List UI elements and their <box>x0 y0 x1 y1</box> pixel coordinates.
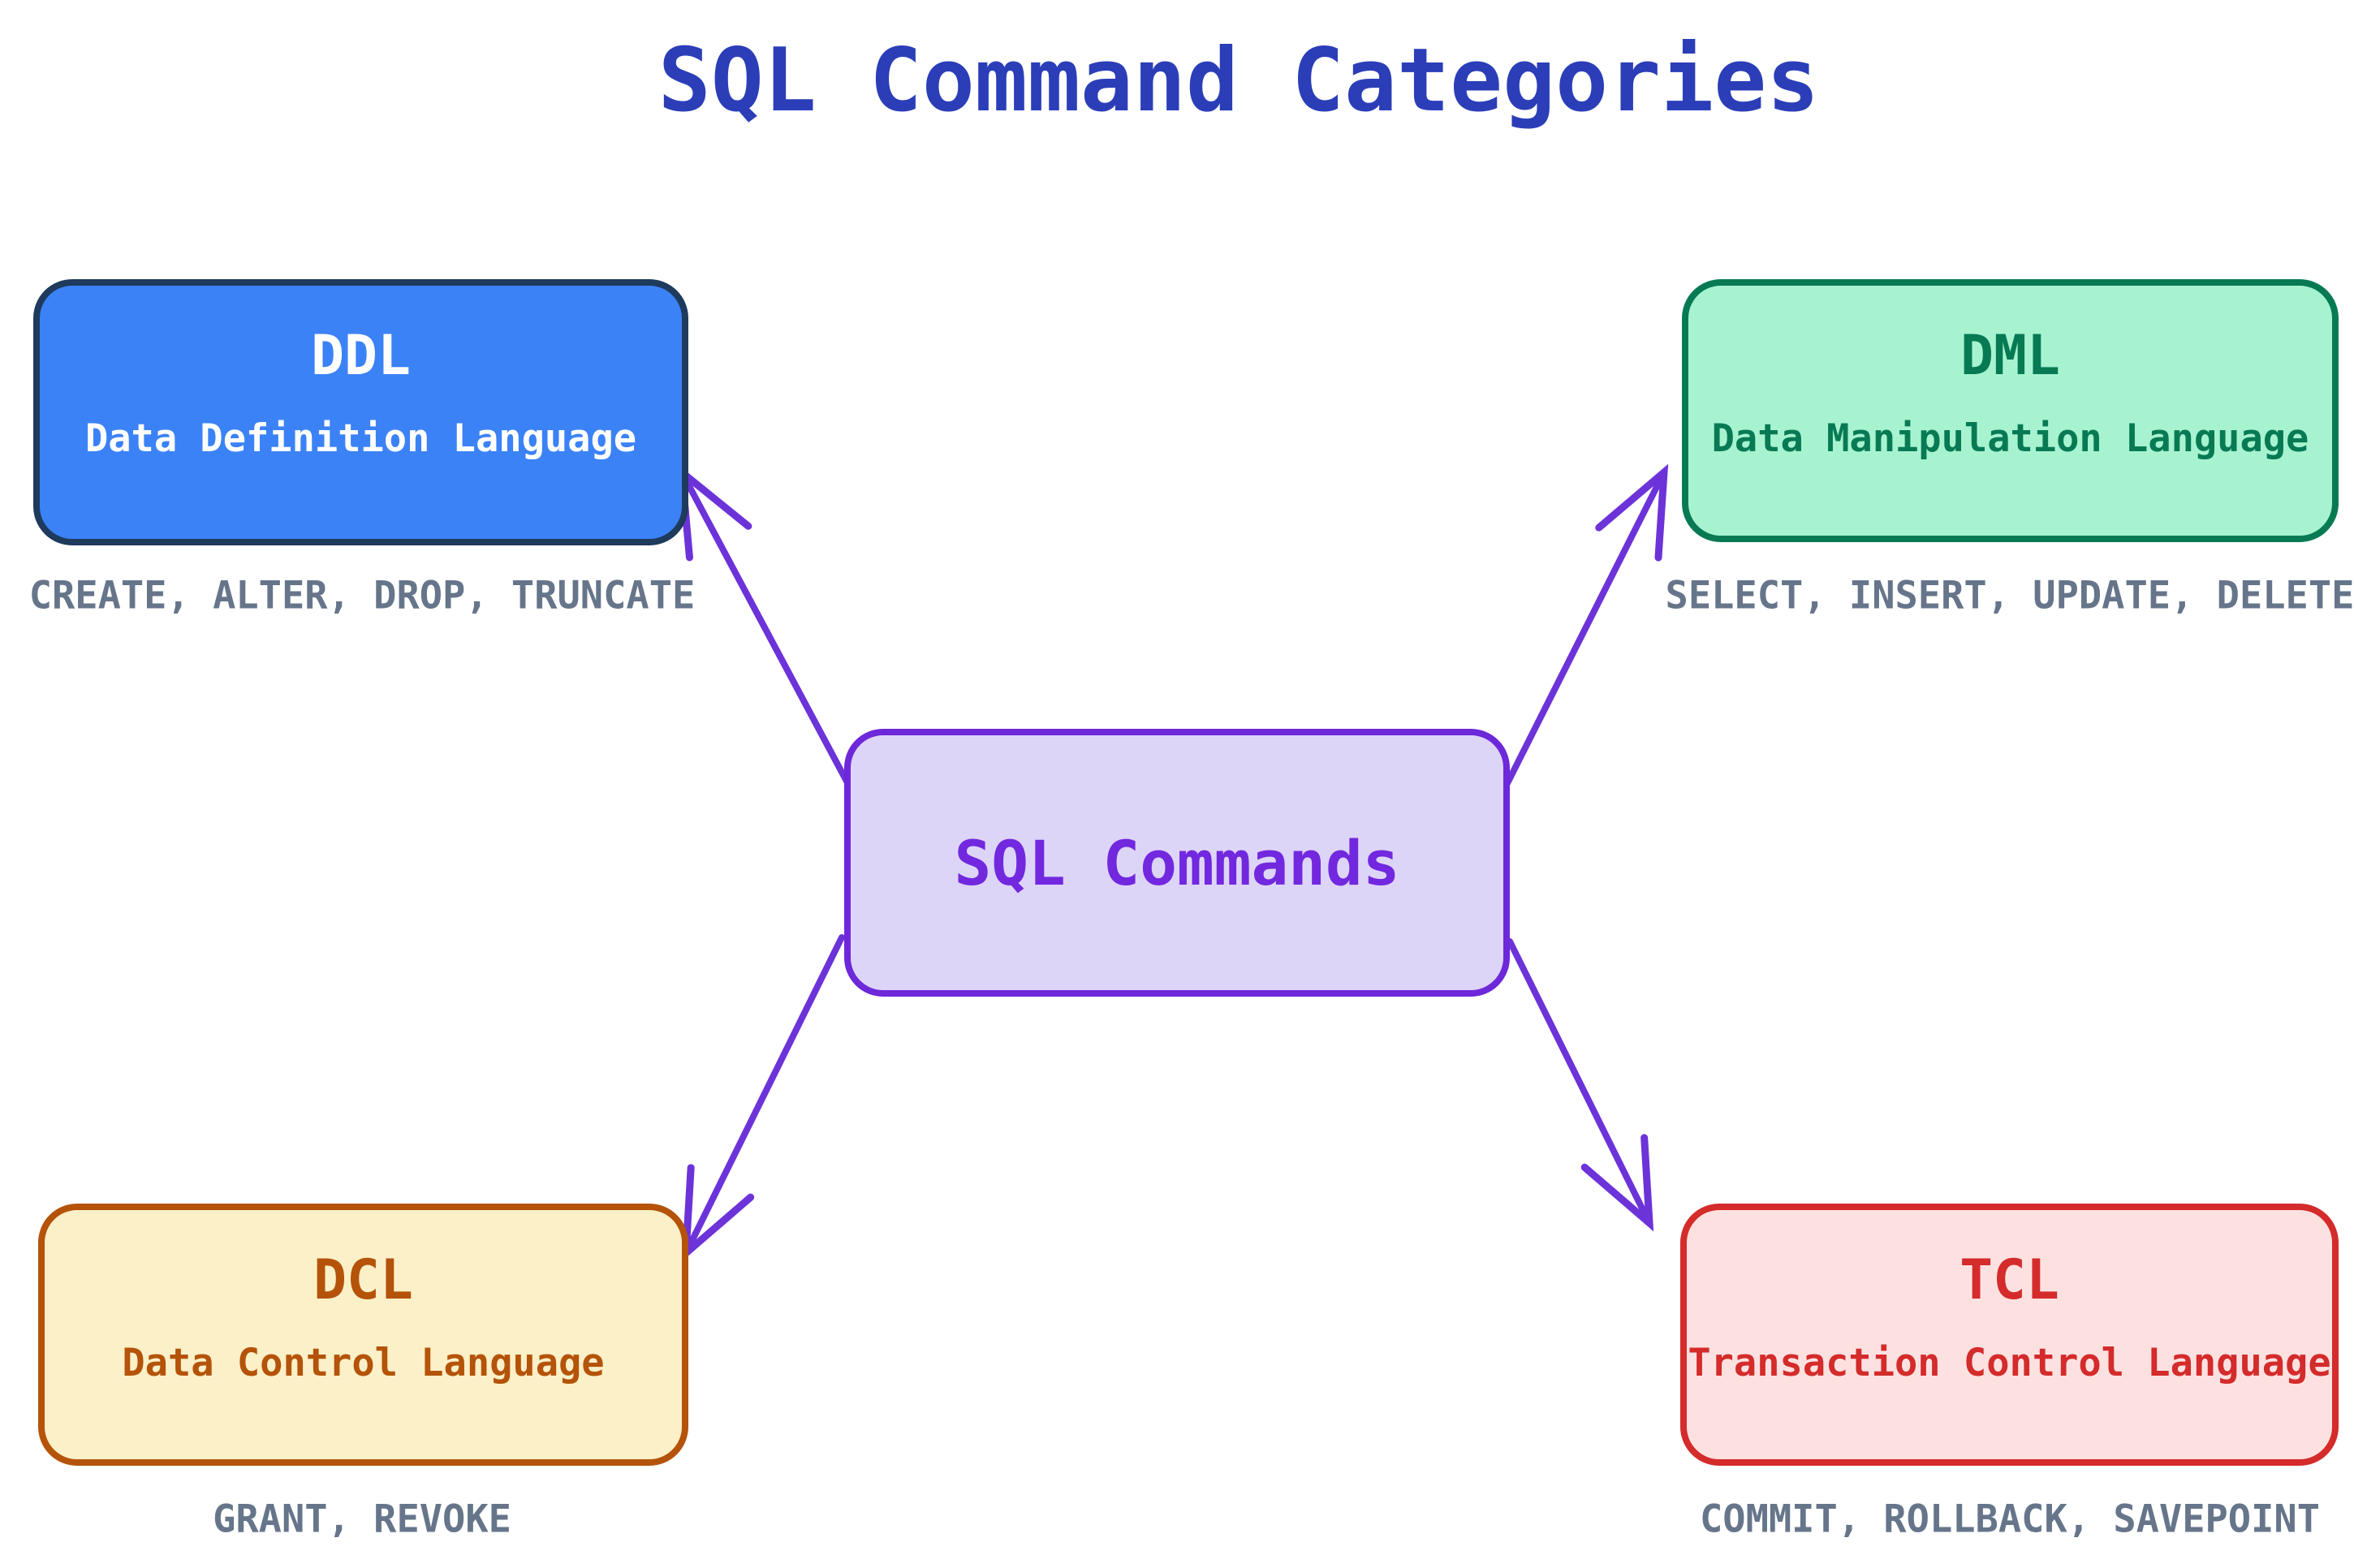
arrow-center-to-ddl <box>677 463 854 792</box>
node-tcl-name: Transaction Control Language <box>1688 1340 2331 1385</box>
node-dml: DML Data Manipulation Language <box>1682 279 2339 542</box>
arrow-center-to-dml <box>1500 463 1669 795</box>
arrow-center-to-dcl <box>681 934 845 1262</box>
node-dml-abbr: DML <box>1960 324 2060 388</box>
node-sql-commands: SQL Commands <box>844 729 1510 997</box>
node-tcl-commands: COMMIT, ROLLBACK, SAVEPOINT <box>1699 1497 2321 1542</box>
node-dcl-commands: GRANT, REVOKE <box>213 1497 511 1542</box>
node-dcl-name: Data Control Language <box>122 1340 605 1385</box>
node-ddl-name: Data Definition Language <box>84 416 637 461</box>
node-ddl-commands: CREATE, ALTER, DROP, TRUNCATE <box>28 573 696 618</box>
node-dcl: DCL Data Control Language <box>38 1204 688 1466</box>
node-tcl-abbr: TCL <box>1960 1248 2059 1312</box>
arrow-center-to-tcl <box>1507 938 1654 1232</box>
node-dml-commands: SELECT, INSERT, UPDATE, DELETE <box>1665 573 2354 618</box>
diagram-title: SQL Command Categories <box>657 30 1820 131</box>
node-ddl: DDL Data Definition Language <box>33 279 688 545</box>
node-tcl: TCL Transaction Control Language <box>1680 1204 2339 1466</box>
node-ddl-abbr: DDL <box>311 324 411 388</box>
node-dml-name: Data Manipulation Language <box>1711 416 2309 461</box>
node-dcl-abbr: DCL <box>313 1248 413 1312</box>
node-sql-commands-label: SQL Commands <box>954 826 1400 899</box>
